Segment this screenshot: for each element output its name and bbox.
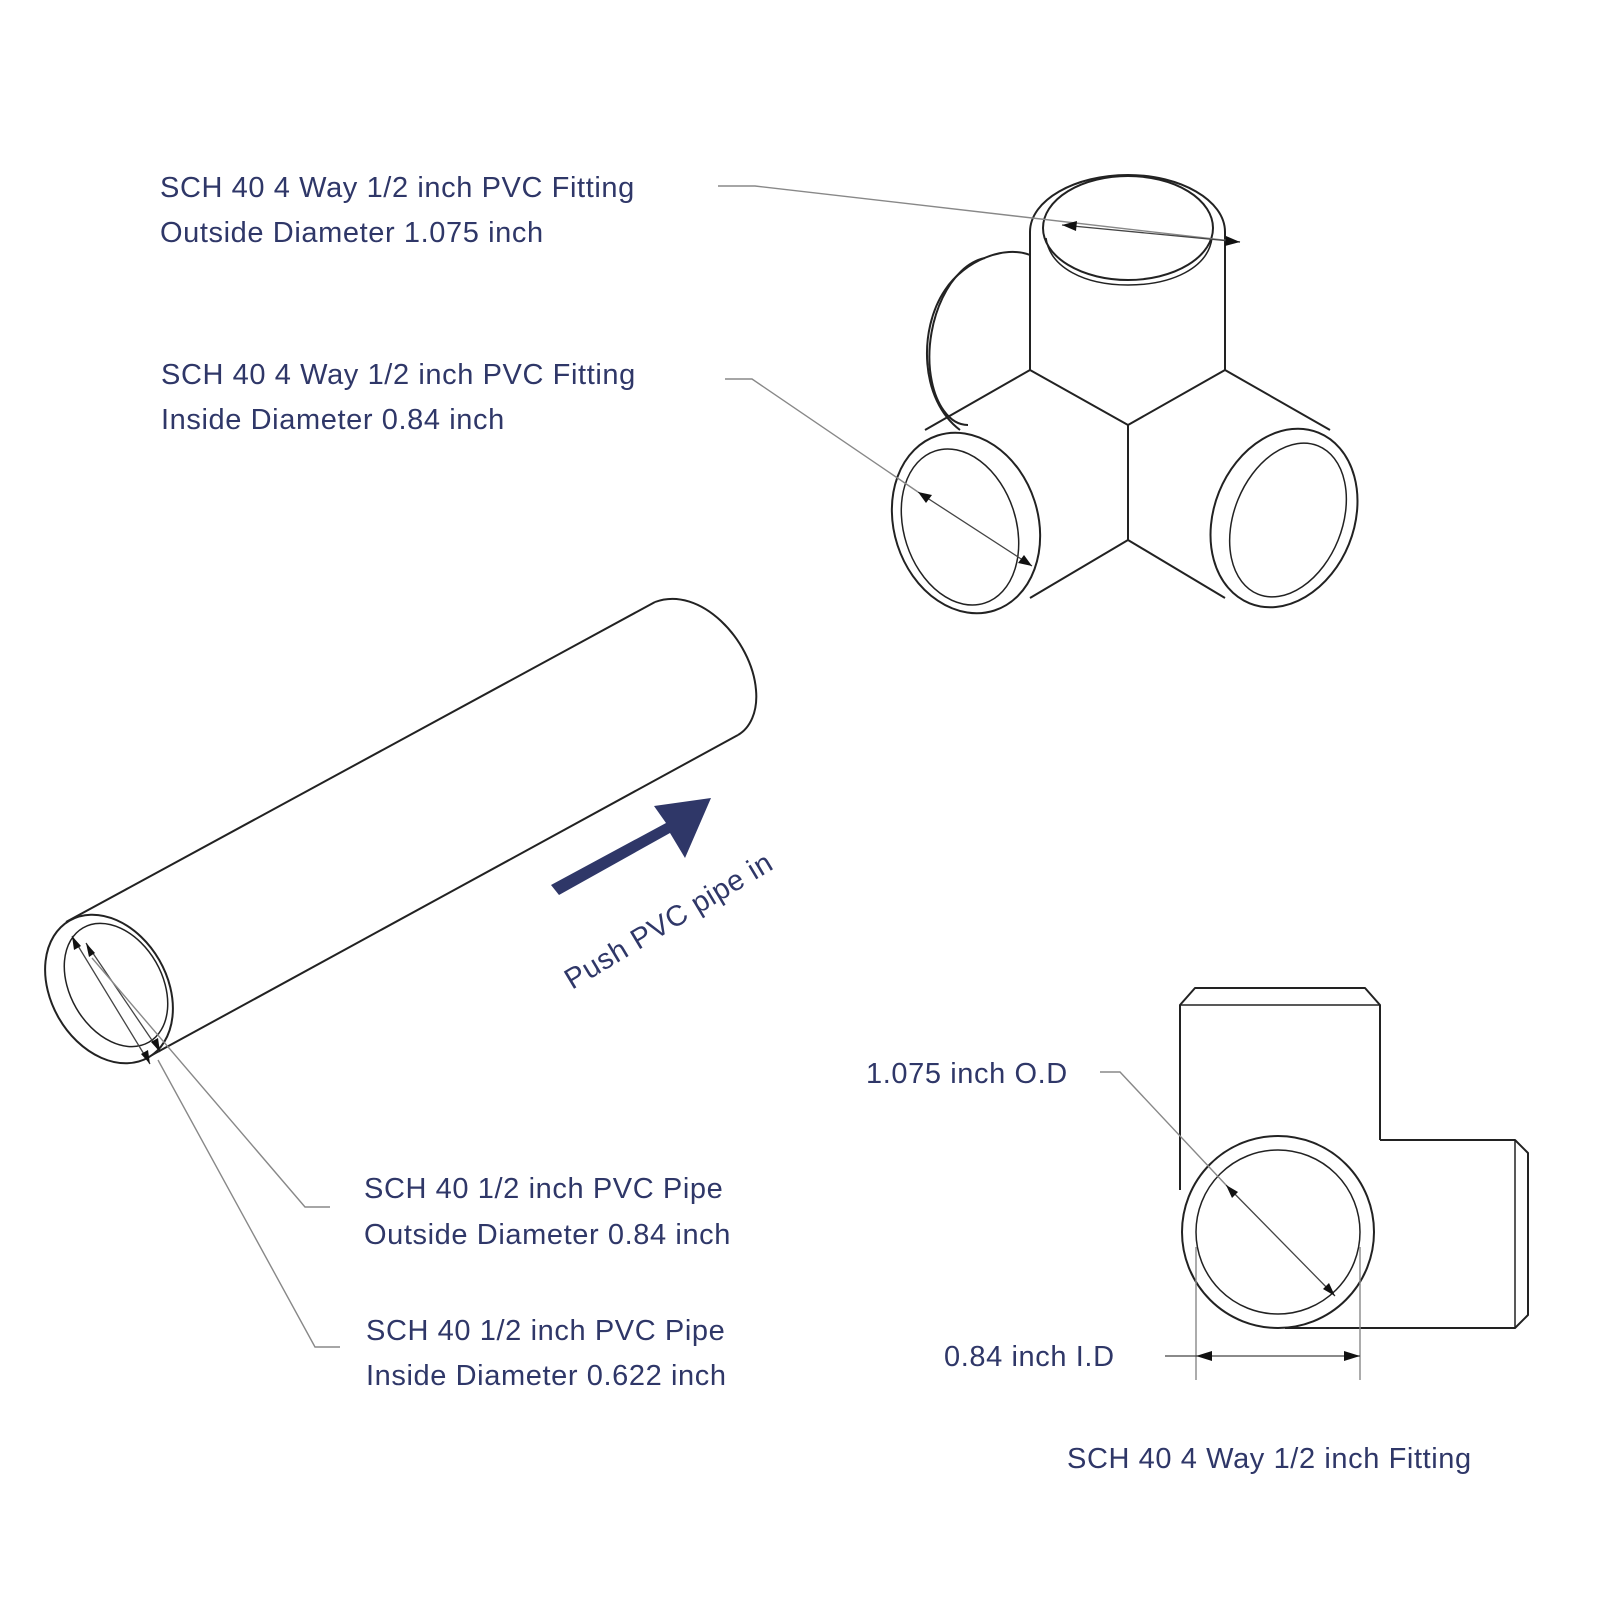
front-id-label: 0.84 inch I.D (944, 1341, 1115, 1373)
fitting-id-line1: SCH 40 4 Way 1/2 inch PVC Fitting (161, 359, 636, 391)
pipe-id-label: SCH 40 1/2 inch PVC Pipe Inside Diameter… (366, 1315, 727, 1392)
fitting-od-line2: Outside Diameter 1.075 inch (160, 217, 544, 249)
fitting-od-line1: SCH 40 4 Way 1/2 inch PVC Fitting (160, 172, 635, 204)
pipe-od-label: SCH 40 1/2 inch PVC Pipe Outside Diamete… (364, 1173, 731, 1251)
iso-fitting-drawing (890, 174, 1359, 615)
pipe-id-line2: Inside Diameter 0.622 inch (366, 1360, 727, 1392)
pipe-od-line2: Outside Diameter 0.84 inch (364, 1219, 731, 1251)
pipe-drawing (44, 597, 758, 1065)
fitting-id-label: SCH 40 4 Way 1/2 inch PVC Fitting Inside… (161, 359, 636, 436)
front-fitting-caption: SCH 40 4 Way 1/2 inch Fitting (1067, 1443, 1472, 1475)
fitting-id-line2: Inside Diameter 0.84 inch (161, 404, 505, 436)
push-arrow-icon (551, 798, 711, 895)
fitting-od-label: SCH 40 4 Way 1/2 inch PVC Fitting Outsid… (160, 172, 635, 249)
dimension-arrowheads (72, 221, 1360, 1361)
front-fitting-drawing (1179, 987, 1529, 1329)
front-od-label: 1.075 inch O.D (866, 1058, 1068, 1090)
pipe-id-line1: SCH 40 1/2 inch PVC Pipe (366, 1315, 725, 1347)
leader-lines (71, 185, 1361, 1380)
pipe-od-line1: SCH 40 1/2 inch PVC Pipe (364, 1173, 723, 1205)
